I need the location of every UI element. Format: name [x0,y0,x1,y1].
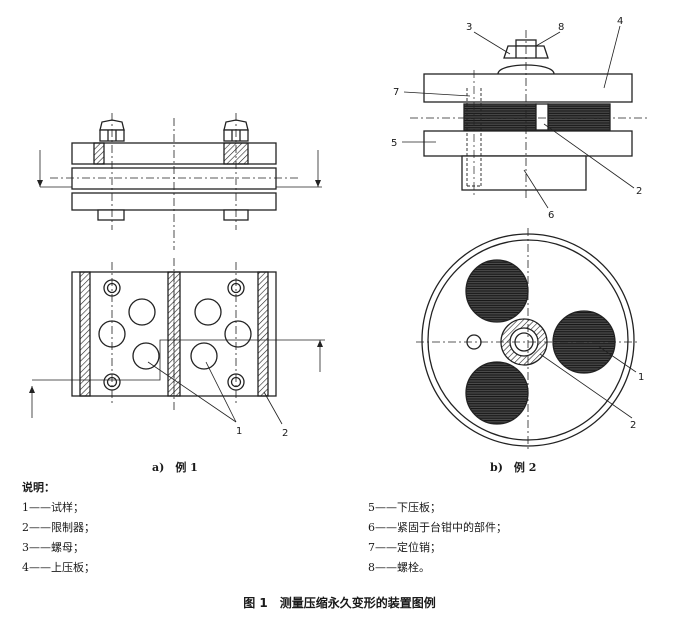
legend-right: 5——下压板； 6——紧固于台钳中的部件； 7——定位销； 8——螺栓。 [368,498,507,578]
caption-example-a: a) 例 1 [152,461,198,474]
legend-item: 3——螺母； [22,541,84,554]
label-b-locating-pin: 7 [393,87,399,98]
legend-left: 说明： 1——试样； 2——限制器； 3——螺母； 4——上压板； [22,478,95,578]
device-diagram: 1 2 [29,16,650,452]
legend-item: 5——下压板； [368,501,441,514]
legend-item: 1——试样； [22,501,84,514]
label-b-plan-specimen: 1 [638,372,644,383]
example-a-plan-view [29,258,325,425]
legend-heading: 说明： [22,481,55,494]
label-b-plan-limiter: 2 [630,420,636,431]
legend-item: 6——紧固于台钳中的部件； [368,521,507,534]
example-b-plan-view [416,228,640,452]
label-b-vise-part: 6 [548,210,554,221]
caption-example-b: b) 例 2 [490,461,537,474]
legend-item: 2——限制器； [22,521,95,534]
example-b-section-view [402,25,650,209]
example-a-front-view [37,113,322,250]
legend-item: 7——定位销； [368,541,441,554]
label-a-specimen: 1 [236,426,242,437]
label-b-nut: 3 [466,22,472,33]
legend-item: 4——上压板； [22,561,95,574]
label-b-lower-plate: 5 [391,138,397,149]
label-b-upper-plate: 4 [617,16,623,27]
figure-title: 图 1 测量压缩永久变形的装置图例 [243,596,436,610]
label-b-limiter: 2 [636,186,642,197]
label-b-bolt: 8 [558,22,564,33]
label-a-limiter: 2 [282,428,288,439]
legend-item: 8——螺栓。 [368,561,430,574]
